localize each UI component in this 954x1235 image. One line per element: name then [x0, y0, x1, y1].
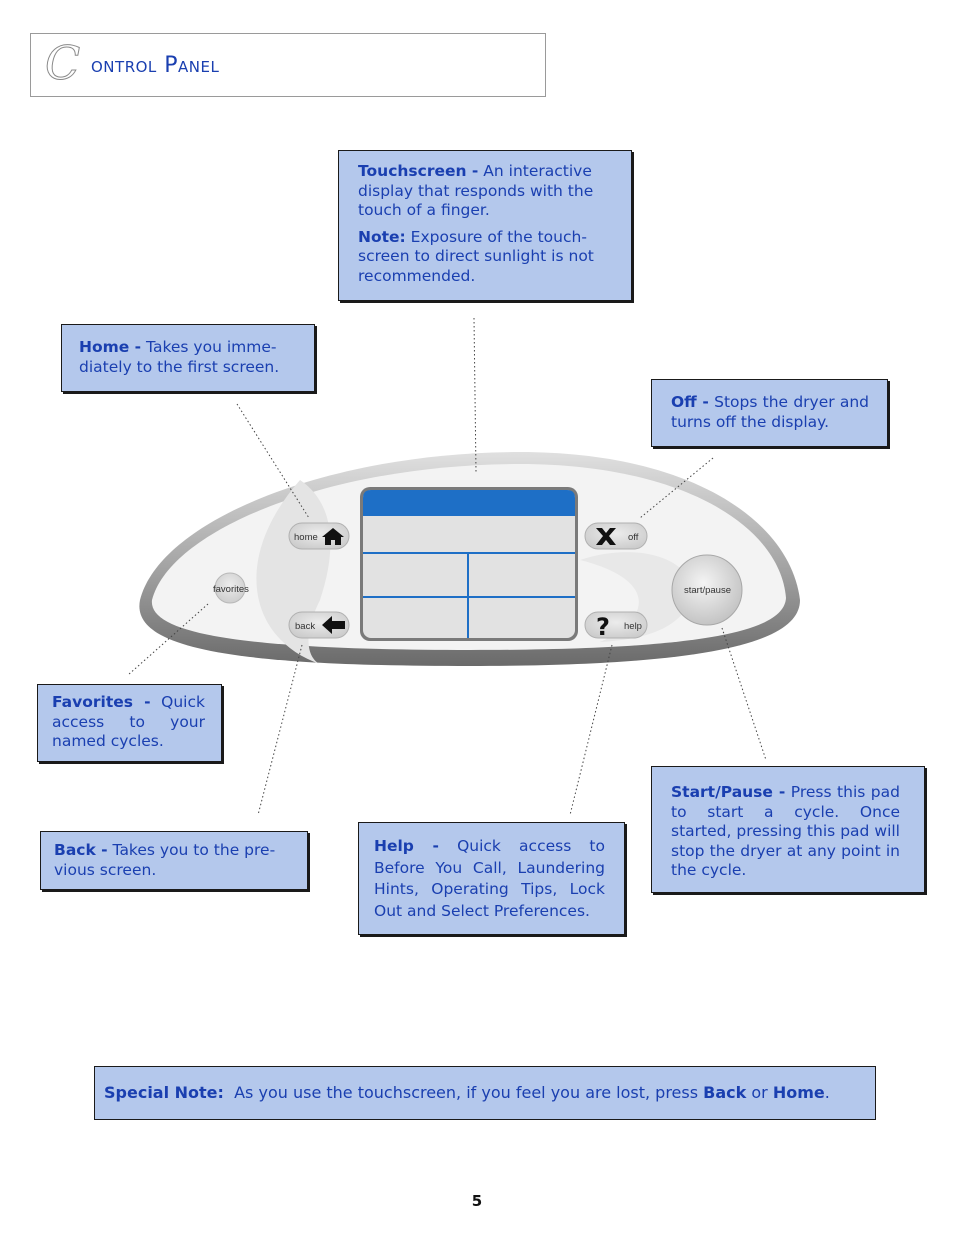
touchscreen-note-desc: Exposure of the touch-screen to direct s… [358, 227, 594, 285]
favorites-callout: Favorites - Quick access to your named c… [37, 684, 222, 762]
home-button-label: home [294, 532, 318, 543]
favorites-term: Favorites - [52, 693, 151, 711]
page-number: 5 [471, 1192, 483, 1210]
question-mark-icon: ? [596, 613, 610, 641]
off-button[interactable]: off [584, 522, 648, 550]
help-term: Help - [374, 837, 439, 855]
start-pause-term: Start/Pause - [671, 783, 786, 801]
home-callout: Home - Takes you imme-diately to the fir… [61, 324, 315, 392]
touchscreen-callout: Touchscreen - An interactive display tha… [338, 150, 632, 301]
home-term: Home - [79, 338, 142, 356]
start-pause-button-label: start/pause [684, 585, 731, 596]
special-note-text: As you use the touchscreen, if you feel … [223, 1083, 704, 1102]
x-icon [596, 528, 616, 545]
help-button[interactable]: ? help [584, 611, 648, 641]
favorites-desc: Quick access to your named cycles. [52, 693, 205, 750]
start-pause-callout: Start/Pause - Press this pad to start a … [651, 766, 925, 893]
home-button[interactable]: home [288, 522, 350, 550]
back-desc: Takes you to the pre-vious screen. [54, 841, 276, 879]
special-note-or: or [746, 1083, 773, 1102]
title-initial: C [44, 36, 81, 91]
help-desc: Quick access to Before You Call, Launder… [374, 837, 605, 920]
help-callout: Help - Quick access to Before You Call, … [358, 822, 625, 935]
special-note-end: . [824, 1083, 830, 1102]
back-button[interactable]: back [288, 611, 350, 639]
touchscreen-header [363, 490, 575, 516]
back-callout: Back - Takes you to the pre-vious screen… [40, 831, 308, 890]
help-button-label: help [624, 621, 642, 632]
leader-lines [127, 317, 767, 816]
back-term: Back - [54, 841, 108, 859]
start-pause-button[interactable]: start/pause [671, 554, 743, 626]
special-note-term: Special Note: [104, 1083, 224, 1102]
favorites-button[interactable]: favorites [213, 572, 249, 604]
special-note: Special Note: As you use the touchscreen… [94, 1066, 876, 1120]
back-arrow-icon [322, 616, 345, 634]
special-note-back: Back [703, 1083, 747, 1102]
house-icon [322, 528, 344, 545]
favorites-button-label: favorites [213, 584, 249, 595]
touchscreen-desc: An interactive display that responds wit… [358, 162, 594, 219]
touchscreen-term: Touchscreen - [358, 162, 479, 180]
off-desc: Stops the dryer and turns off the displa… [671, 393, 870, 431]
special-note-home: Home [772, 1083, 825, 1102]
off-callout: Off - Stops the dryer and turns off the … [651, 379, 888, 447]
back-button-label: back [295, 621, 315, 632]
off-term: Off - [671, 393, 709, 411]
touchscreen-note-term: Note: [358, 227, 406, 246]
home-desc: Takes you imme-diately to the first scre… [79, 338, 280, 376]
off-button-label: off [628, 532, 639, 543]
page-title: ontrol Panel [91, 53, 220, 78]
start-pause-desc: Press this pad to start a cycle. Once st… [671, 783, 900, 879]
panel-swoosh-right [580, 552, 692, 642]
page-title-box: C ontrol Panel [30, 33, 546, 97]
